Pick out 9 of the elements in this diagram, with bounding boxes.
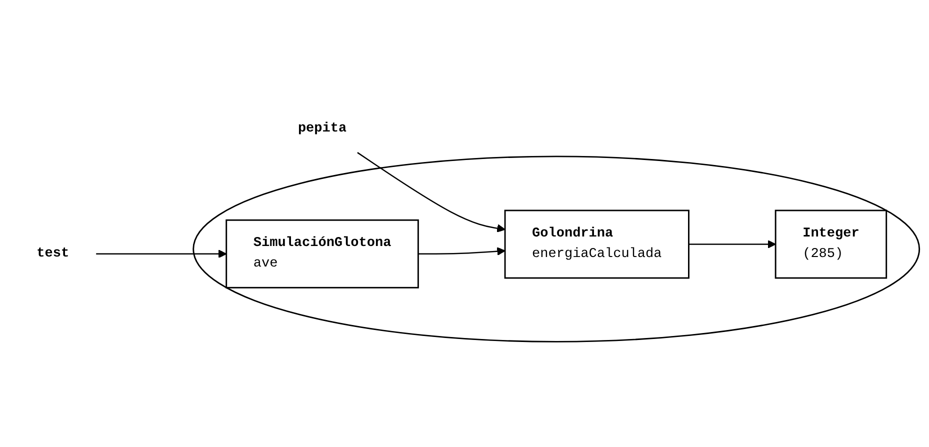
arrow <box>357 152 506 232</box>
arrow <box>418 247 506 256</box>
node-text: test <box>36 246 70 262</box>
node-box: SimulaciónGlotona ave <box>226 219 419 288</box>
arrow <box>96 250 227 258</box>
node-text: pepita <box>298 120 347 136</box>
node-box: Integer (285) <box>774 210 888 279</box>
node-box: Golondrina energiaCalculada <box>504 210 690 279</box>
arrow <box>688 240 776 248</box>
